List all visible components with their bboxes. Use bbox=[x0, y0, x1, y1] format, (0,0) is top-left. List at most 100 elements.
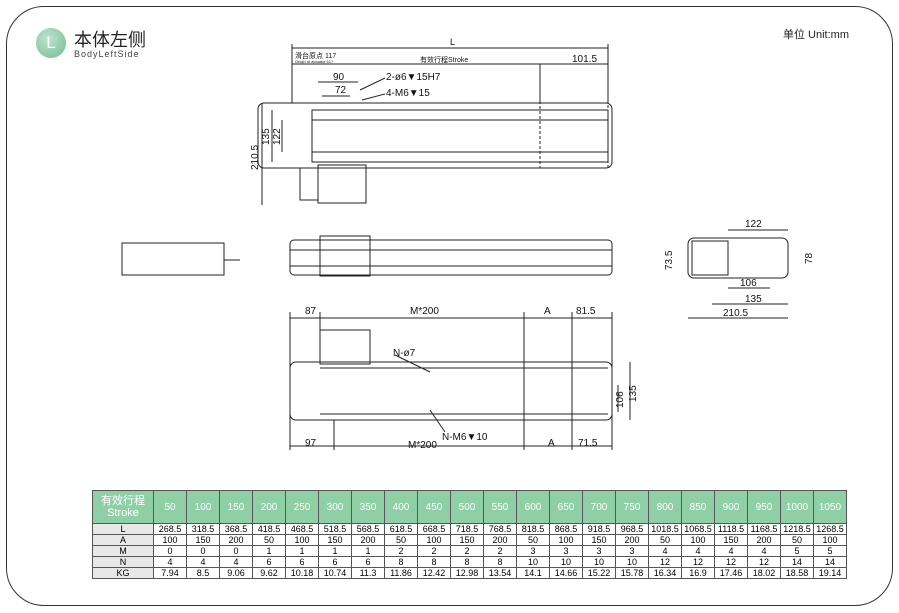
table-cell: 1 bbox=[318, 545, 352, 557]
dim-135-bottom: 135 bbox=[628, 385, 639, 402]
table-cell: 200 bbox=[483, 534, 517, 546]
table-cell: 150 bbox=[714, 534, 748, 546]
table-cell: 200 bbox=[615, 534, 649, 546]
header-stroke-value: 100 bbox=[186, 490, 220, 524]
header-stroke-value: 50 bbox=[153, 490, 187, 524]
table-cell: 10 bbox=[615, 556, 649, 568]
dim-210-5: 210.5 bbox=[250, 145, 261, 170]
table-cell: 8 bbox=[384, 556, 418, 568]
table-cell: 50 bbox=[648, 534, 682, 546]
table-cell: 4 bbox=[681, 545, 715, 557]
dim-122-end: 122 bbox=[745, 219, 762, 230]
top-view bbox=[257, 44, 613, 205]
table-cell: 0 bbox=[153, 545, 187, 557]
header-stroke-value: 550 bbox=[483, 490, 517, 524]
table-cell: 6 bbox=[351, 556, 385, 568]
table-cell: 468.5 bbox=[285, 523, 319, 535]
hole-note-2: 4-M6▼15 bbox=[386, 88, 430, 99]
dim-A-bottom: A bbox=[548, 438, 555, 449]
table-cell: 11.86 bbox=[384, 567, 418, 579]
table-cell: 16.9 bbox=[681, 567, 715, 579]
table-cell: 1118.5 bbox=[714, 523, 748, 535]
table-cell: 2 bbox=[384, 545, 418, 557]
table-cell: 6 bbox=[318, 556, 352, 568]
table-cell: 19.14 bbox=[813, 567, 847, 579]
table-cell: 50 bbox=[780, 534, 814, 546]
table-cell: 4 bbox=[153, 556, 187, 568]
table-cell: 11.3 bbox=[351, 567, 385, 579]
table-cell: 8 bbox=[450, 556, 484, 568]
header-stroke-value: 950 bbox=[747, 490, 781, 524]
table-cell: 2 bbox=[483, 545, 517, 557]
table-cell: 3 bbox=[582, 545, 616, 557]
table-cell: 4 bbox=[219, 556, 253, 568]
row-label: M bbox=[92, 545, 154, 557]
bottom-view bbox=[289, 312, 631, 450]
dim-135-end: 135 bbox=[745, 294, 762, 305]
table-cell: 1 bbox=[252, 545, 286, 557]
table-cell: 2 bbox=[417, 545, 451, 557]
table-cell: 100 bbox=[813, 534, 847, 546]
table-cell: 1218.5 bbox=[780, 523, 814, 535]
table-cell: 4 bbox=[714, 545, 748, 557]
table-cell: 1068.5 bbox=[681, 523, 715, 535]
table-cell: 8 bbox=[417, 556, 451, 568]
table-cell: 10.18 bbox=[285, 567, 319, 579]
table-cell: 7.94 bbox=[153, 567, 187, 579]
left-end-view bbox=[121, 242, 240, 276]
header-stroke-value: 300 bbox=[318, 490, 352, 524]
dim-106-end: 106 bbox=[740, 278, 757, 289]
table-cell: 918.5 bbox=[582, 523, 616, 535]
header-stroke-value: 200 bbox=[252, 490, 286, 524]
table-cell: 150 bbox=[186, 534, 220, 546]
table-cell: 4 bbox=[747, 545, 781, 557]
dim-135: 135 bbox=[261, 128, 272, 145]
table-cell: 100 bbox=[285, 534, 319, 546]
header-stroke-value: 350 bbox=[351, 490, 385, 524]
header-stroke-value: 400 bbox=[384, 490, 418, 524]
dim-L: L bbox=[450, 37, 455, 47]
header-stroke-value: 450 bbox=[417, 490, 451, 524]
table-cell: 868.5 bbox=[549, 523, 583, 535]
table-cell: 3 bbox=[615, 545, 649, 557]
table-cell: 14 bbox=[813, 556, 847, 568]
header-stroke-value: 150 bbox=[219, 490, 253, 524]
table-cell: 18.58 bbox=[780, 567, 814, 579]
table-cell: 14.66 bbox=[549, 567, 583, 579]
header-stroke-value: 800 bbox=[648, 490, 682, 524]
table-cell: 0 bbox=[186, 545, 220, 557]
stroke-label: 有效行程Stroke bbox=[420, 55, 468, 64]
table-cell: 4 bbox=[648, 545, 682, 557]
hole-note-1: 2-ø6▼15H7 bbox=[386, 72, 441, 83]
table-cell: 768.5 bbox=[483, 523, 517, 535]
header-stroke-value: 1050 bbox=[813, 490, 847, 524]
table-cell: 12 bbox=[648, 556, 682, 568]
dim-A-top: A bbox=[544, 306, 551, 317]
table-cell: 10 bbox=[516, 556, 550, 568]
row-label: A bbox=[92, 534, 154, 546]
table-cell: 3 bbox=[516, 545, 550, 557]
table-cell: 150 bbox=[582, 534, 616, 546]
table-cell: 1018.5 bbox=[648, 523, 682, 535]
table-cell: 12 bbox=[681, 556, 715, 568]
table-cell: 2 bbox=[450, 545, 484, 557]
row-label: KG bbox=[92, 567, 154, 579]
table-cell: 100 bbox=[153, 534, 187, 546]
header-stroke-value: 1000 bbox=[780, 490, 814, 524]
table-cell: 100 bbox=[549, 534, 583, 546]
dim-210-5-end: 210.5 bbox=[723, 308, 748, 319]
table-cell: 1 bbox=[351, 545, 385, 557]
table-cell: 50 bbox=[516, 534, 550, 546]
table-cell: 0 bbox=[219, 545, 253, 557]
table-cell: 818.5 bbox=[516, 523, 550, 535]
header-stroke-value: 650 bbox=[549, 490, 583, 524]
table-cell: 14 bbox=[780, 556, 814, 568]
table-cell: 10 bbox=[549, 556, 583, 568]
table-cell: 150 bbox=[450, 534, 484, 546]
table-cell: 200 bbox=[351, 534, 385, 546]
header-stroke-value: 900 bbox=[714, 490, 748, 524]
